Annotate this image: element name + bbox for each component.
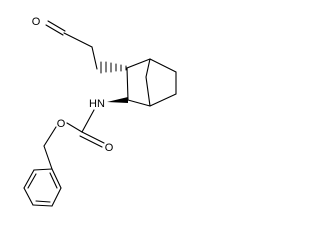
ch2-phenyl-bond: [43, 145, 53, 170]
amide-nitrogen-label: HN: [89, 98, 105, 110]
bridge-bond-c7-c4: [145, 76, 151, 107]
ester-o-ch2-bond: [43, 126, 57, 147]
carbonyl-double-bond-1: [81, 131, 105, 144]
molecule-structure: O HN O O: [23, 16, 177, 207]
carbonyl-oxygen-label: O: [105, 142, 114, 154]
aldehyde-ch-bond: [63, 32, 93, 48]
aldehyde-double-bond-2: [45, 24, 64, 36]
carbamate-group: [43, 109, 105, 170]
aldehyde-group: [45, 20, 98, 70]
phenyl-ring: [23, 168, 62, 207]
ring-bond-c2-c1: [126, 58, 151, 69]
carbonyl-double-bond-2: [79, 135, 103, 148]
aldehyde-double-bond-1: [47, 20, 66, 32]
n-carbonyl-bond: [81, 109, 95, 133]
aldehyde-oxygen-label: O: [32, 16, 41, 28]
ring-bond-c1-c6: [149, 58, 177, 73]
methylene-bond: [91, 46, 98, 70]
bridge-bond-c1-c7: [145, 58, 151, 78]
ester-oxygen-label: O: [57, 118, 66, 130]
ring-bond-c3-c2: [126, 67, 129, 101]
hashed-wedge-aldehyde: [100, 61, 127, 74]
ring-bond-c5-c4: [149, 93, 177, 107]
ring-bond-c4-c3: [127, 99, 151, 107]
carbonyl-ester-o-bond: [66, 122, 83, 133]
bold-wedge-nh: [107, 97, 128, 103]
norbornane-ring: [126, 58, 177, 107]
